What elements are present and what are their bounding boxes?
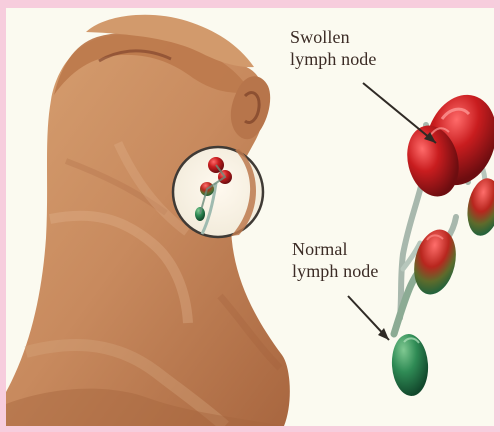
swollen-label-line-1: Swollen — [290, 26, 440, 48]
magnified-neck-detail — [173, 147, 263, 237]
swollen-label-line-2: lymph node — [290, 48, 440, 70]
normal-lymph-node — [390, 333, 430, 397]
swollen-lymph-node-label: Swollen lymph node — [290, 26, 440, 70]
normal-label-line-1: Normal — [292, 238, 442, 260]
normal-label-line-2: lymph node — [292, 260, 442, 282]
swollen-node-arrow — [363, 83, 436, 143]
lymph-node-illustration — [6, 8, 494, 426]
normal-lymph-node-label: Normal lymph node — [292, 238, 442, 282]
normal-node-arrow — [348, 296, 389, 340]
diagram-panel: Swollen lymph node Normal lymph node — [6, 8, 494, 426]
